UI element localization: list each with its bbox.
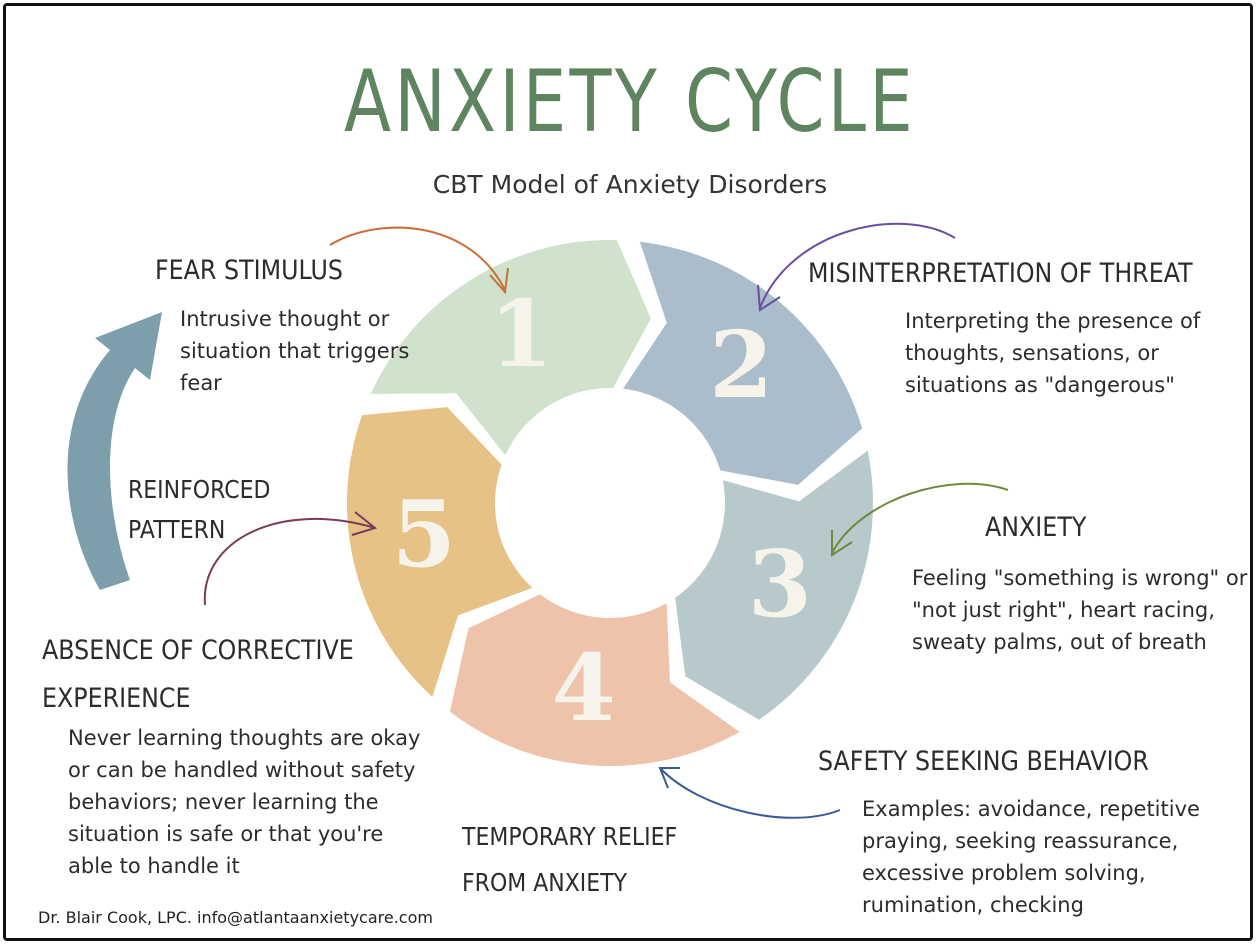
step-number-2: 2 [709, 311, 773, 419]
step-1-heading: FEAR STIMULUS [155, 255, 344, 286]
step-5-description: Never learning thoughts are okay or can … [68, 726, 421, 878]
step-3-pointer-arrow-icon [831, 530, 853, 557]
step-3-heading: ANXIETY [985, 512, 1087, 543]
step-number-3: 3 [748, 530, 812, 638]
frame-border [3, 3, 1253, 941]
step-1-pointer-arrow-icon [489, 267, 509, 295]
step-1-pointer-arrow-icon [329, 226, 506, 291]
step-number-1: 1 [489, 280, 553, 388]
cycle-segment-1 [370, 239, 651, 456]
cycle-segment-2 [623, 241, 863, 485]
footer-credit: Dr. Blair Cook, LPC. info@atlantaanxiety… [38, 908, 433, 927]
step-4-pointer-arrow-icon [659, 767, 841, 819]
step-4-heading: SAFETY SEEKING BEHAVIOR [818, 746, 1149, 777]
step-5-heading: ABSENCE OF CORRECTIVE EXPERIENCE [42, 635, 354, 714]
step-4-description: Examples: avoidance, repetitive praying,… [862, 797, 1200, 917]
step-number-5: 5 [392, 480, 456, 588]
step-number-4: 4 [552, 634, 616, 742]
step-3-pointer-arrow-icon [831, 482, 1009, 554]
reinforced-pattern-arrow-icon [67, 312, 162, 590]
step-5-pointer-arrow-icon [203, 518, 376, 606]
step-2-pointer-arrow-icon [759, 222, 956, 309]
cycle-segment-4 [449, 594, 740, 766]
step-2-heading: MISINTERPRETATION OF THREAT [808, 258, 1193, 289]
step-5-pointer-arrow-icon [351, 511, 378, 536]
cycle-segment-5 [347, 407, 533, 697]
step-2-description: Interpreting the presence of thoughts, s… [905, 309, 1201, 397]
cycle-segment-3 [675, 450, 874, 720]
step-1-description: Intrusive thought or situation that trig… [180, 307, 410, 395]
step-2-pointer-arrow-icon [757, 284, 781, 312]
page-subtitle: CBT Model of Anxiety Disorders [432, 170, 828, 199]
temporary-relief-label: TEMPORARY RELIEF FROM ANXIETY [462, 822, 678, 897]
step-3-description: Feeling "something is wrong" or "not jus… [912, 566, 1248, 654]
page-title: ANXIETY CYCLE [344, 52, 916, 152]
step-4-pointer-arrow-icon [658, 767, 680, 789]
reinforced-pattern-label: REINFORCED PATTERN [128, 475, 271, 544]
